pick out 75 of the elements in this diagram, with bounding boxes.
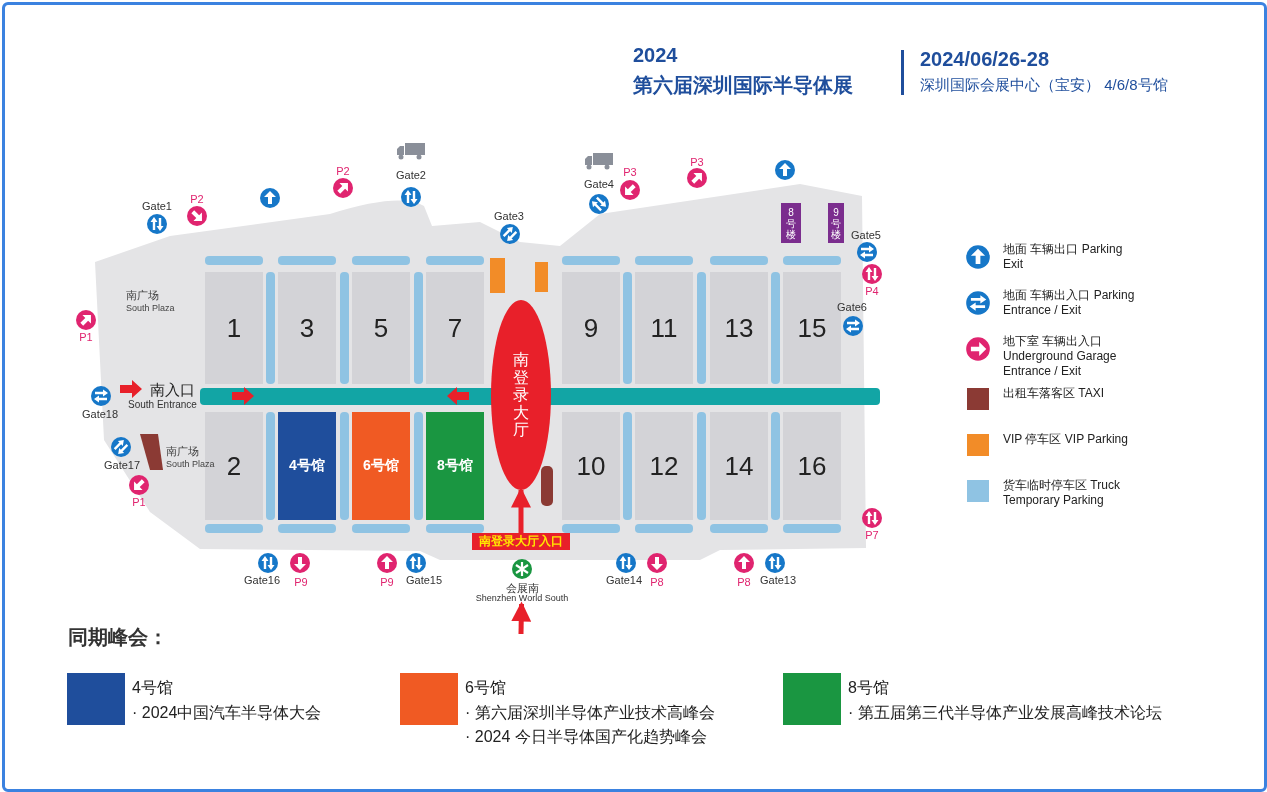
parking-label: P1 [79, 331, 93, 344]
entrance-sign [472, 533, 570, 550]
legend-text: 地面 车辆出入口 Parking Entrance / Exit [1003, 288, 1136, 318]
legend-text: 出租车落客区 TAXI [1003, 386, 1106, 401]
hall-number: 15 [797, 313, 827, 343]
legend-text: 6号馆 [465, 678, 506, 698]
hall-number: 16 [797, 451, 827, 481]
gate-label: Gate17 [103, 459, 141, 472]
station-name: Shenzhen World South [475, 594, 569, 604]
legend-text: 货车临时停车区 Truck Temporary Parking [1003, 478, 1121, 508]
exhibition-hall [278, 412, 336, 520]
place-label: South Plaza [126, 303, 175, 314]
exhibition-hall [352, 412, 410, 520]
arrow [511, 601, 532, 635]
hall-name: 6号馆 [363, 458, 399, 474]
parking-label: P8 [650, 576, 664, 589]
parking-label: P4 [865, 285, 879, 298]
gate-label: Gate6 [837, 301, 867, 314]
parking-label: P9 [380, 576, 394, 589]
hall-number: 3 [299, 313, 315, 343]
exhibition-hall [426, 412, 484, 520]
lobby-name: 南登录大厅 [512, 351, 530, 439]
hall-number: 14 [724, 451, 754, 481]
hall-number: 13 [724, 313, 754, 343]
section-heading: 同期峰会： [68, 626, 168, 649]
sign-text: 南登录大厅入口 [479, 534, 563, 549]
event-item: · 2024中国汽车半导体大会 [132, 704, 322, 723]
legend-text: 4号馆 [132, 678, 173, 698]
hall-number: 12 [649, 451, 679, 481]
entrance-label: 南入口 [150, 381, 195, 399]
gate-label: Gate14 [605, 574, 643, 587]
hall-number: 9 [583, 313, 599, 343]
event-item: · 第五届第三代半导体产业发展高峰技术论坛 [848, 704, 1162, 723]
legend-text: 地面 车辆出口 Parking Exit [1003, 242, 1124, 272]
building-name: 8号楼 [785, 206, 797, 240]
gate-label: Gate18 [81, 408, 119, 421]
gate-label: Gate1 [142, 200, 172, 213]
parking-label: P3 [690, 156, 704, 169]
legend-text: VIP 停车区 VIP Parking [1003, 432, 1129, 447]
place-label: South Plaza [166, 459, 215, 470]
station-name: 会展南 [505, 582, 539, 595]
hall-number: 1 [226, 313, 242, 343]
gate-label: Gate16 [243, 574, 281, 587]
date-text: 2024/06/26-28 [920, 48, 1049, 71]
parking-label: P8 [737, 576, 751, 589]
hall-number: 11 [650, 313, 678, 343]
hall-number: 10 [576, 451, 606, 481]
gate-label: Gate13 [759, 574, 797, 587]
arrow [511, 487, 531, 533]
entrance-label: South Entrance [128, 399, 197, 411]
parking-label: P2 [336, 165, 350, 178]
hall-name: 4号馆 [289, 458, 325, 474]
parking-label: P7 [865, 529, 879, 542]
gate-label: Gate15 [405, 574, 443, 587]
event-item: · 2024 今日半导体国产化趋势峰会 [465, 728, 707, 747]
parking-label: P3 [623, 166, 637, 179]
hall-name: 8号馆 [437, 458, 473, 474]
place-label: 南广场 [126, 289, 159, 302]
header-year: 2024 [633, 44, 678, 67]
event-item: · 第六届深圳半导体产业技术高峰会 [465, 704, 715, 723]
gate-label: Gate2 [396, 169, 426, 182]
gate-label: Gate4 [584, 178, 614, 191]
legend-text: 8号馆 [848, 678, 889, 698]
hall-number: 2 [226, 451, 242, 481]
title-text: 第六届深圳国际半导体展 [633, 73, 853, 98]
parking-label: P9 [294, 576, 308, 589]
gate-label: Gate5 [851, 229, 881, 242]
venue-text: 深圳国际会展中心（宝安） 4/6/8号馆 [920, 76, 1168, 94]
parking-label: P1 [132, 496, 146, 509]
gate-label: Gate3 [494, 210, 524, 223]
building-name: 9号楼 [830, 206, 842, 240]
parking-label: P2 [190, 193, 204, 206]
legend-text: 地下室 车辆出入口 Underground Garage Entrance / Exit [1003, 334, 1118, 379]
hall-number: 5 [373, 313, 389, 343]
hall-number: 7 [447, 313, 463, 343]
